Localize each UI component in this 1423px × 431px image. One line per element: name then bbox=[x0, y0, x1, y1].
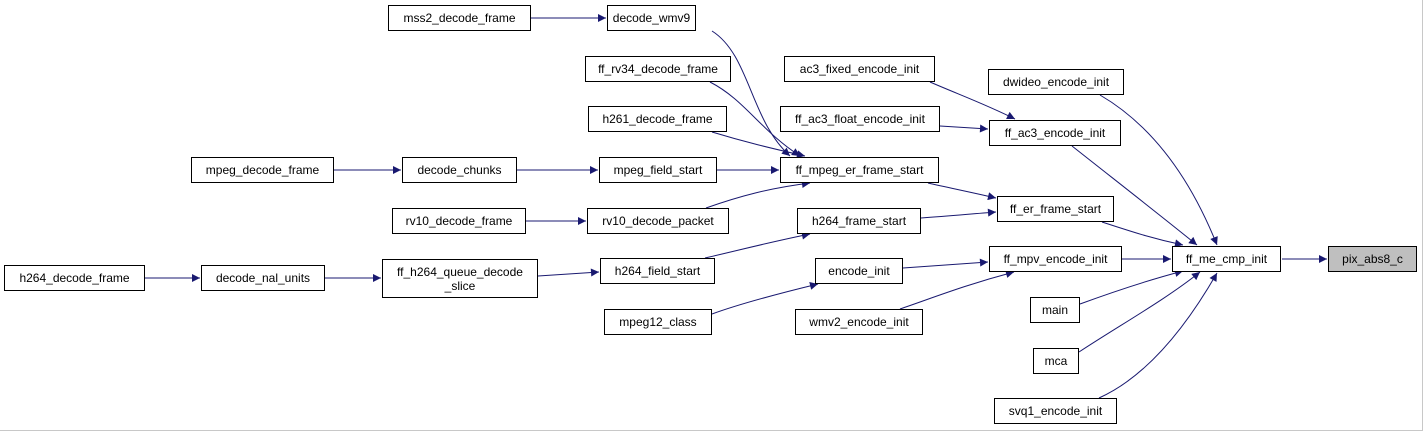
node-pix-abs8-c: pix_abs8_c bbox=[1328, 246, 1417, 272]
edge-mca-to-ff_me_cmp_init bbox=[1078, 271, 1201, 353]
edge-h264_field_start-to-h264_frame_start bbox=[704, 231, 811, 259]
node-ff-mpeg-er-frame-start[interactable]: ff_mpeg_er_frame_start bbox=[780, 157, 939, 183]
node-mca[interactable]: mca bbox=[1033, 348, 1079, 374]
edge-ff_er_frame_start-to-ff_me_cmp_init bbox=[1101, 221, 1184, 248]
node-ff-ac3-encode-init[interactable]: ff_ac3_encode_init bbox=[989, 120, 1121, 146]
edge-decode_wmv9-to-ff_mpeg_er_frame_start bbox=[711, 30, 791, 157]
node-h264-frame-start[interactable]: h264_frame_start bbox=[797, 208, 921, 234]
node-ff-mpv-encode-init[interactable]: ff_mpv_encode_init bbox=[989, 246, 1122, 272]
node-h264-field-start[interactable]: h264_field_start bbox=[600, 258, 715, 284]
edge-main-to-ff_me_cmp_init bbox=[1079, 269, 1184, 305]
node-rv10-decode-frame[interactable]: rv10_decode_frame bbox=[392, 208, 526, 234]
edge-svq1_encode_init-to-ff_me_cmp_init bbox=[1098, 272, 1218, 399]
edge-ff_ac3_encode_init-to-ff_me_cmp_init bbox=[1071, 145, 1198, 246]
node-decode-chunks[interactable]: decode_chunks bbox=[402, 157, 517, 183]
edge-ff_rv34_decode_frame-to-ff_mpeg_er_frame_start bbox=[709, 81, 801, 157]
node-mpeg12-class[interactable]: mpeg12_class bbox=[604, 309, 712, 335]
node-dwideo-encode-init[interactable]: dwideo_encode_init bbox=[988, 69, 1124, 95]
edge-encode_init-to-ff_mpv_encode_init bbox=[902, 258, 989, 269]
node-decode-nal-units[interactable]: decode_nal_units bbox=[201, 265, 325, 291]
node-ac3-fixed-encode-init[interactable]: ac3_fixed_encode_init bbox=[784, 56, 935, 82]
node-ff-rv34-decode-frame[interactable]: ff_rv34_decode_frame bbox=[585, 56, 731, 82]
edge-ff_ac3_float_encode_init-to-ff_ac3_encode_init bbox=[939, 124, 989, 133]
node-decode-wmv9[interactable]: decode_wmv9 bbox=[607, 5, 696, 31]
node-mpeg-decode-frame[interactable]: mpeg_decode_frame bbox=[191, 157, 334, 183]
edge-wmv2_encode_init-to-ff_mpv_encode_init bbox=[899, 270, 1015, 310]
edge-h264_frame_start-to-ff_er_frame_start bbox=[920, 208, 997, 219]
node-h261-decode-frame[interactable]: h261_decode_frame bbox=[588, 106, 727, 132]
edge-dwideo_encode_init-to-ff_me_cmp_init bbox=[1099, 94, 1218, 246]
node-ff-h264-queue-decode-slice[interactable]: ff_h264_queue_decode _slice bbox=[382, 259, 538, 298]
edge-mpeg12_class-to-encode_init bbox=[711, 281, 819, 315]
node-mss2-decode-frame[interactable]: mss2_decode_frame bbox=[388, 5, 531, 31]
node-main[interactable]: main bbox=[1030, 297, 1080, 323]
edge-rv10_decode_packet-to-ff_mpeg_er_frame_start bbox=[705, 180, 811, 209]
node-mpeg-field-start[interactable]: mpeg_field_start bbox=[599, 157, 717, 183]
node-ff-er-frame-start[interactable]: ff_er_frame_start bbox=[997, 196, 1114, 222]
node-encode-init[interactable]: encode_init bbox=[815, 258, 903, 284]
node-h264-decode-frame[interactable]: h264_decode_frame bbox=[4, 265, 145, 291]
node-svq1-encode-init[interactable]: svq1_encode_init bbox=[994, 398, 1117, 424]
edge-ff_h264_queue_decode_slice-to-h264_field_start bbox=[537, 268, 600, 277]
edge-ff_mpeg_er_frame_start-to-ff_er_frame_start bbox=[927, 182, 997, 201]
node-ff-me-cmp-init[interactable]: ff_me_cmp_init bbox=[1172, 246, 1281, 272]
node-ff-ac3-float-encode-init[interactable]: ff_ac3_float_encode_init bbox=[780, 106, 940, 132]
node-rv10-decode-packet[interactable]: rv10_decode_packet bbox=[587, 208, 729, 234]
node-wmv2-encode-init[interactable]: wmv2_encode_init bbox=[795, 309, 923, 335]
edge-h261_decode_frame-to-ff_mpeg_er_frame_start bbox=[711, 131, 806, 159]
edge-ac3_fixed_encode_init-to-ff_ac3_encode_init bbox=[929, 81, 1016, 120]
